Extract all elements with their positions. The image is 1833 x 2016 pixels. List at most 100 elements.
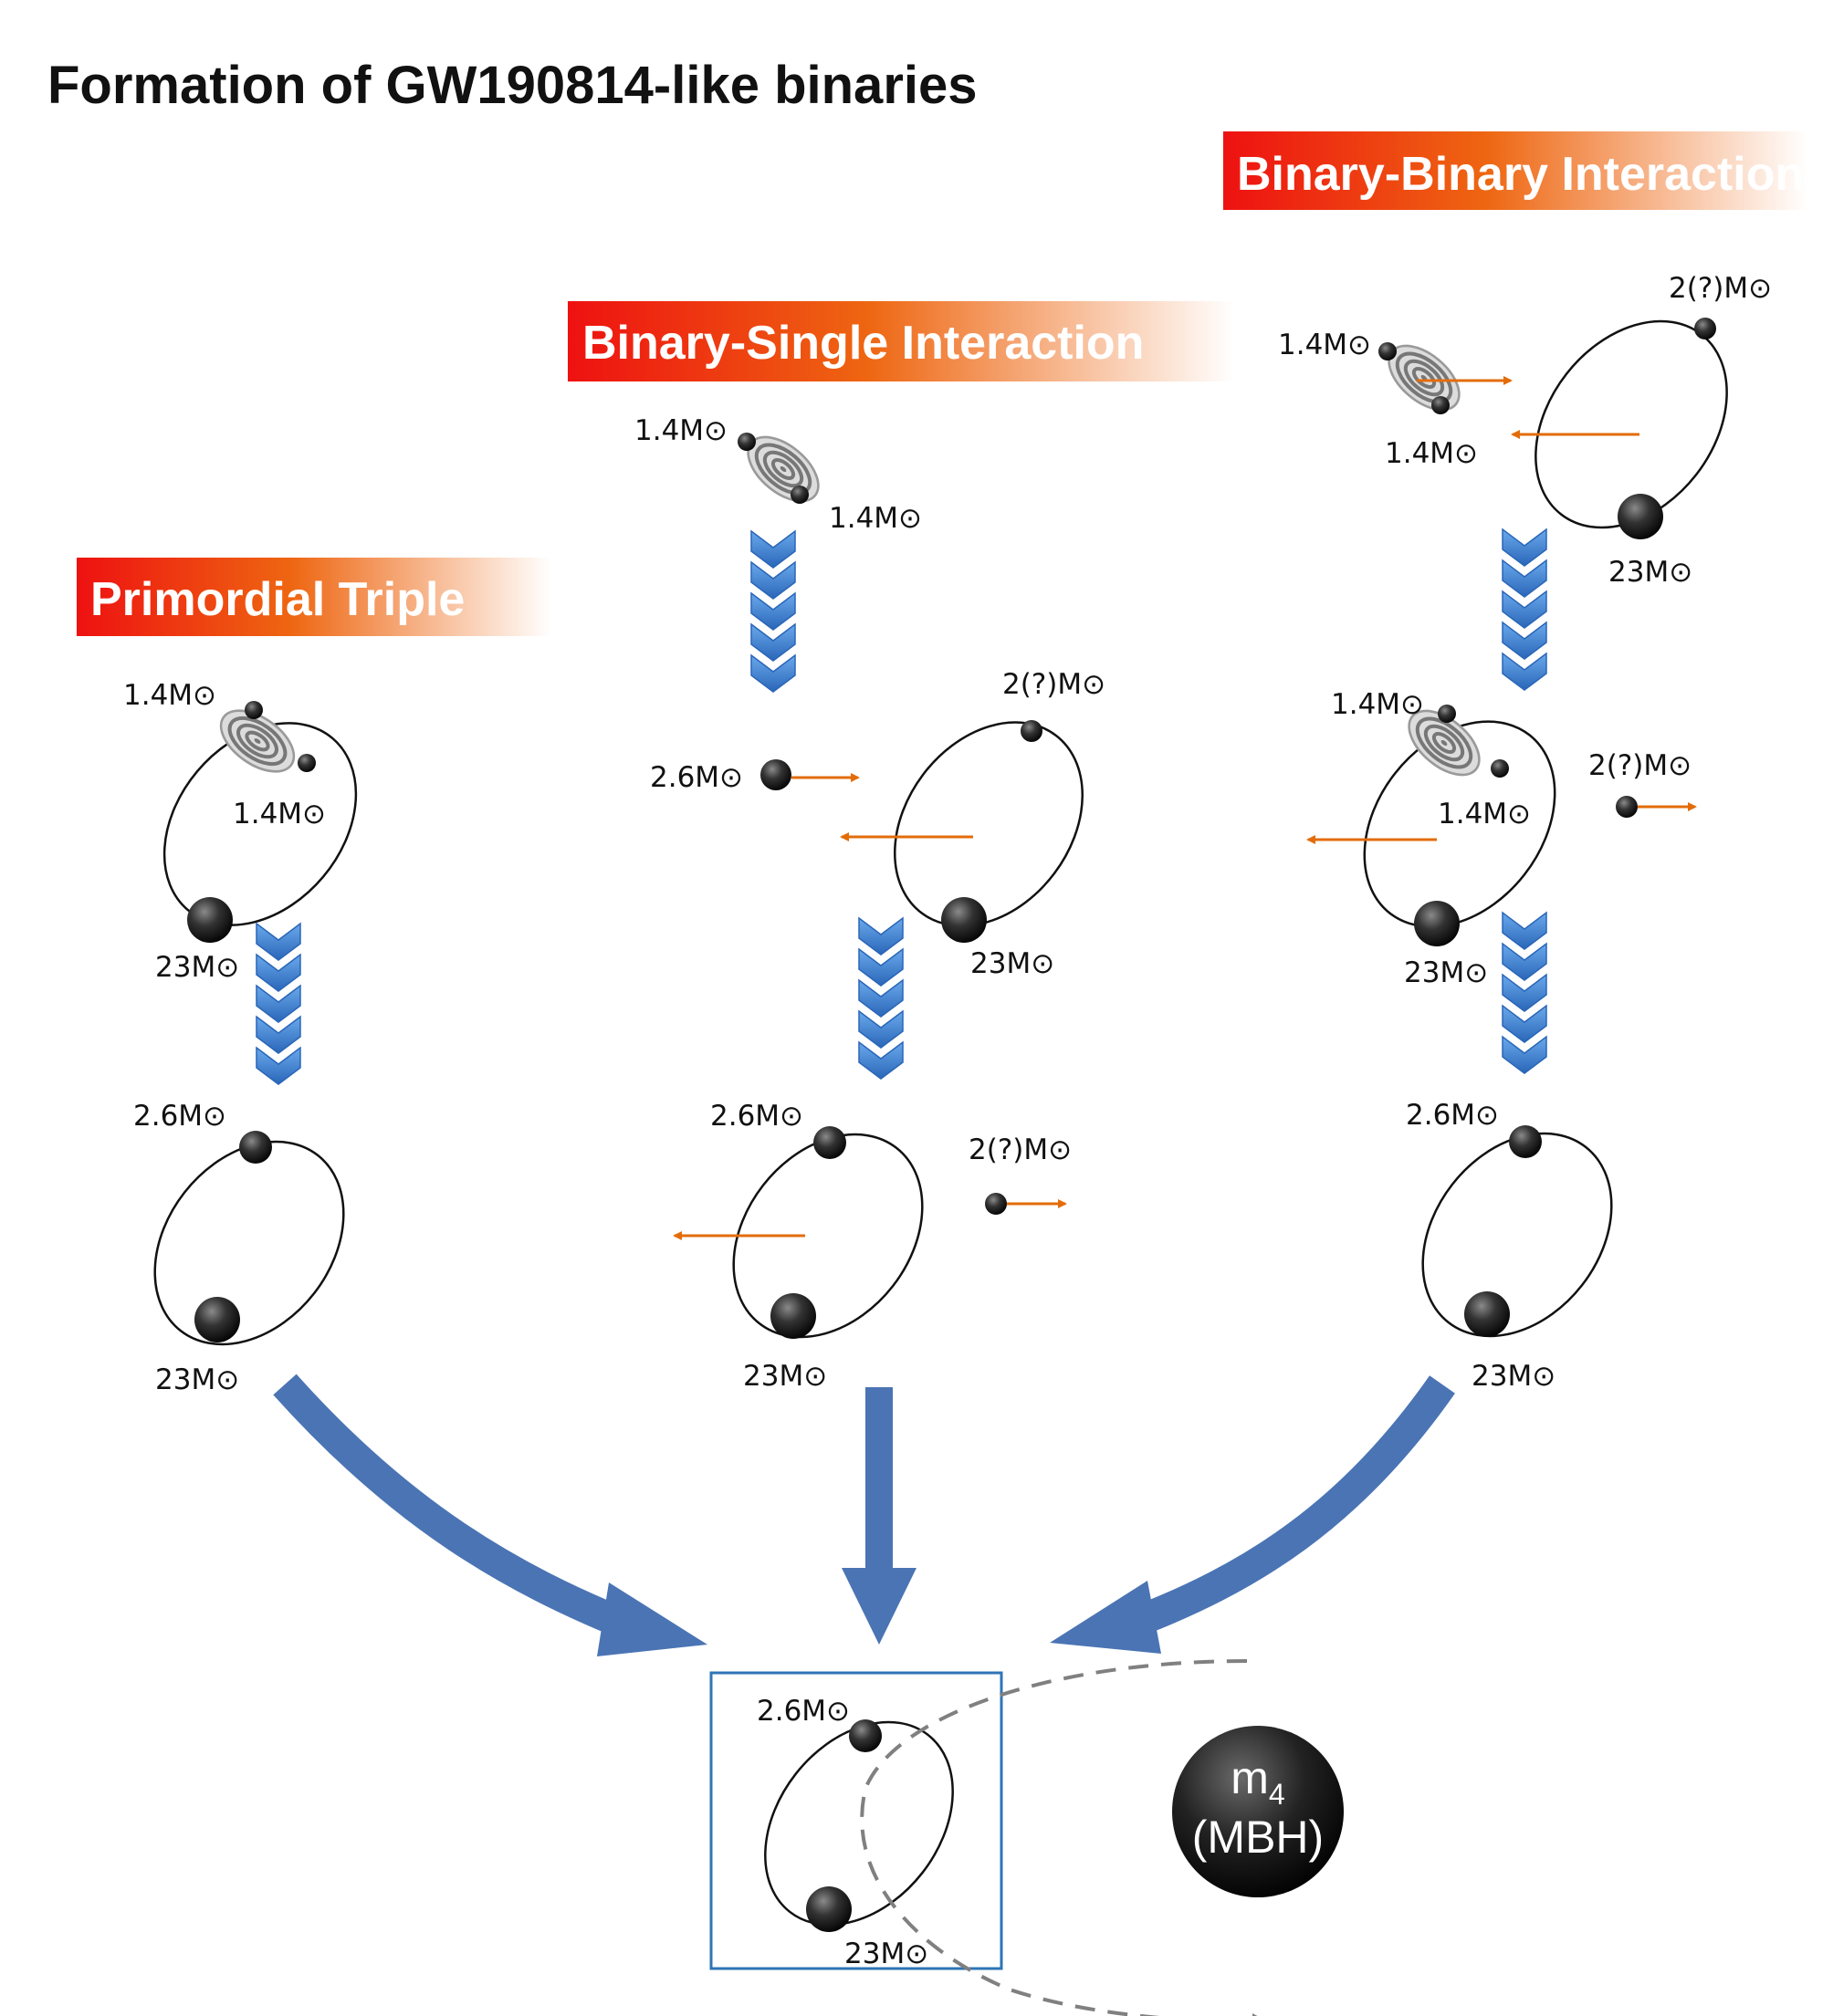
black-hole-marker	[941, 897, 987, 943]
binary-binary-chevrons-2	[1502, 911, 1547, 1074]
banner-binary-binary: Binary-Binary Interaction	[1223, 131, 1807, 210]
chevron-down-icon	[750, 653, 796, 693]
black-hole-marker	[806, 1886, 852, 1932]
chevron-down-icon	[256, 984, 301, 1023]
page-title: Formation of GW190814-like binaries	[47, 56, 978, 115]
mass-label: 1.4M⊙	[829, 502, 922, 535]
mass-label: 23M⊙	[1608, 556, 1692, 589]
chevron-down-icon	[1502, 621, 1547, 660]
mass-label: 1.4M⊙	[123, 679, 216, 712]
mass-label: 2(?)M⊙	[969, 1133, 1072, 1166]
neutron-star-marker	[738, 433, 756, 451]
merged-ns-marker	[760, 759, 791, 790]
binary-single-chevrons-2	[858, 916, 904, 1080]
black-hole-marker	[1414, 901, 1460, 946]
black-hole-marker	[194, 1297, 240, 1342]
final-state-box: 2.6M⊙ 23M⊙	[709, 1671, 1003, 1970]
mass-label: 2(?)M⊙	[1588, 749, 1692, 782]
mass-label: 23M⊙	[743, 1360, 827, 1393]
flow-arrow-left	[273, 1374, 707, 1656]
binary-single-initial: 1.4M⊙ 1.4M⊙	[634, 414, 922, 535]
chevron-down-icon	[858, 978, 904, 1018]
mass-label: 2.6M⊙	[1406, 1099, 1499, 1132]
black-hole-marker	[1618, 494, 1663, 539]
chevron-down-icon	[1502, 973, 1547, 1012]
chevron-down-icon	[858, 1040, 904, 1080]
neutron-star-marker	[298, 754, 316, 772]
mass-label: 23M⊙	[155, 1363, 239, 1396]
binary-binary-initial: 1.4M⊙ 1.4M⊙ 2(?)M⊙ 23M⊙	[1278, 272, 1772, 589]
chevron-down-icon	[1502, 590, 1547, 629]
banner-primordial-triple: Primordial Triple	[77, 558, 551, 636]
mbh-node: m4 (MBH)	[1172, 1726, 1344, 1897]
neutron-star-marker	[791, 486, 809, 504]
mass-label: 23M⊙	[1404, 956, 1488, 989]
banner-binary-single: Binary-Single Interaction	[568, 301, 1234, 381]
chevron-down-icon	[1502, 559, 1547, 598]
mass-label: 2(?)M⊙	[1002, 668, 1105, 701]
mbh-flyby-path	[860, 1659, 1269, 2016]
intruder-marker	[1694, 318, 1716, 339]
mass-label: 2.6M⊙	[757, 1695, 850, 1728]
neutron-star-marker	[1431, 396, 1450, 414]
black-hole-marker	[770, 1293, 816, 1339]
chevron-down-icon	[750, 591, 796, 631]
mass-label: 2.6M⊙	[650, 761, 743, 794]
chevron-down-icon	[750, 529, 796, 569]
binary-binary-chevrons-1	[1502, 528, 1547, 691]
chevron-down-icon	[750, 622, 796, 662]
merged-ns-marker	[239, 1131, 272, 1164]
mass-label: 23M⊙	[844, 1938, 928, 1970]
chevron-down-icon	[1502, 528, 1547, 567]
mass-label: 1.4M⊙	[634, 414, 728, 447]
binary-single-chevrons-1	[750, 529, 796, 693]
chevron-down-icon	[1502, 652, 1547, 691]
flow-arrow-center	[842, 1387, 916, 1645]
intruder-marker	[1021, 720, 1042, 742]
chevron-down-icon	[256, 922, 301, 961]
neutron-star-marker	[1438, 705, 1456, 723]
mass-label: 2.6M⊙	[133, 1100, 226, 1133]
binary-single-final: 2.6M⊙ 2(?)M⊙ 23M⊙	[673, 1100, 1072, 1393]
mass-label: 1.4M⊙	[1278, 329, 1371, 361]
neutron-star-marker	[1491, 759, 1509, 778]
flow-arrow-right	[1050, 1375, 1455, 1654]
chevron-down-icon	[750, 560, 796, 600]
binary-single-encounter: 2.6M⊙ 2(?)M⊙ 23M⊙	[650, 668, 1105, 980]
mbh-label: (MBH)	[1192, 1812, 1324, 1863]
mass-label: 23M⊙	[970, 947, 1054, 980]
intruder-marker	[985, 1193, 1007, 1215]
intruder-marker	[1616, 796, 1638, 818]
chevron-down-icon	[256, 953, 301, 992]
black-hole-marker	[1464, 1291, 1510, 1337]
mbh-symbol: m4	[1231, 1752, 1284, 1811]
mass-label: 1.4M⊙	[233, 798, 326, 830]
merged-ns-marker	[849, 1719, 882, 1752]
banner-label-binary-single: Binary-Single Interaction	[582, 317, 1144, 370]
mass-label: 1.4M⊙	[1438, 798, 1531, 830]
neutron-star-marker	[245, 701, 263, 719]
primordial-triple-chevrons	[256, 922, 301, 1085]
mass-label: 2.6M⊙	[710, 1100, 803, 1133]
chevron-down-icon	[858, 1009, 904, 1049]
black-hole-marker	[187, 897, 233, 943]
mass-label: 1.4M⊙	[1331, 688, 1424, 721]
mass-label: 2(?)M⊙	[1669, 272, 1772, 305]
chevron-down-icon	[256, 1015, 301, 1054]
chevron-down-icon	[256, 1046, 301, 1085]
merged-ns-marker	[1509, 1125, 1542, 1158]
mass-label: 1.4M⊙	[1385, 437, 1478, 470]
mass-label: 23M⊙	[155, 951, 239, 984]
merged-ns-marker	[813, 1126, 846, 1159]
primordial-triple-final: 2.6M⊙ 23M⊙	[133, 1100, 345, 1396]
chevron-down-icon	[1502, 911, 1547, 950]
chevron-down-icon	[858, 916, 904, 956]
chevron-down-icon	[1502, 1035, 1547, 1074]
primordial-triple-initial: 1.4M⊙ 1.4M⊙ 23M⊙	[123, 679, 358, 984]
binary-binary-encounter: 1.4M⊙ 1.4M⊙ 2(?)M⊙ 23M⊙	[1306, 688, 1697, 989]
chevron-down-icon	[858, 947, 904, 987]
banner-label-binary-binary: Binary-Binary Interaction	[1237, 148, 1804, 201]
chevron-down-icon	[1502, 1004, 1547, 1043]
binary-binary-final: 2.6M⊙ 23M⊙	[1406, 1099, 1613, 1393]
banner-label-primordial-triple: Primordial Triple	[90, 573, 465, 626]
